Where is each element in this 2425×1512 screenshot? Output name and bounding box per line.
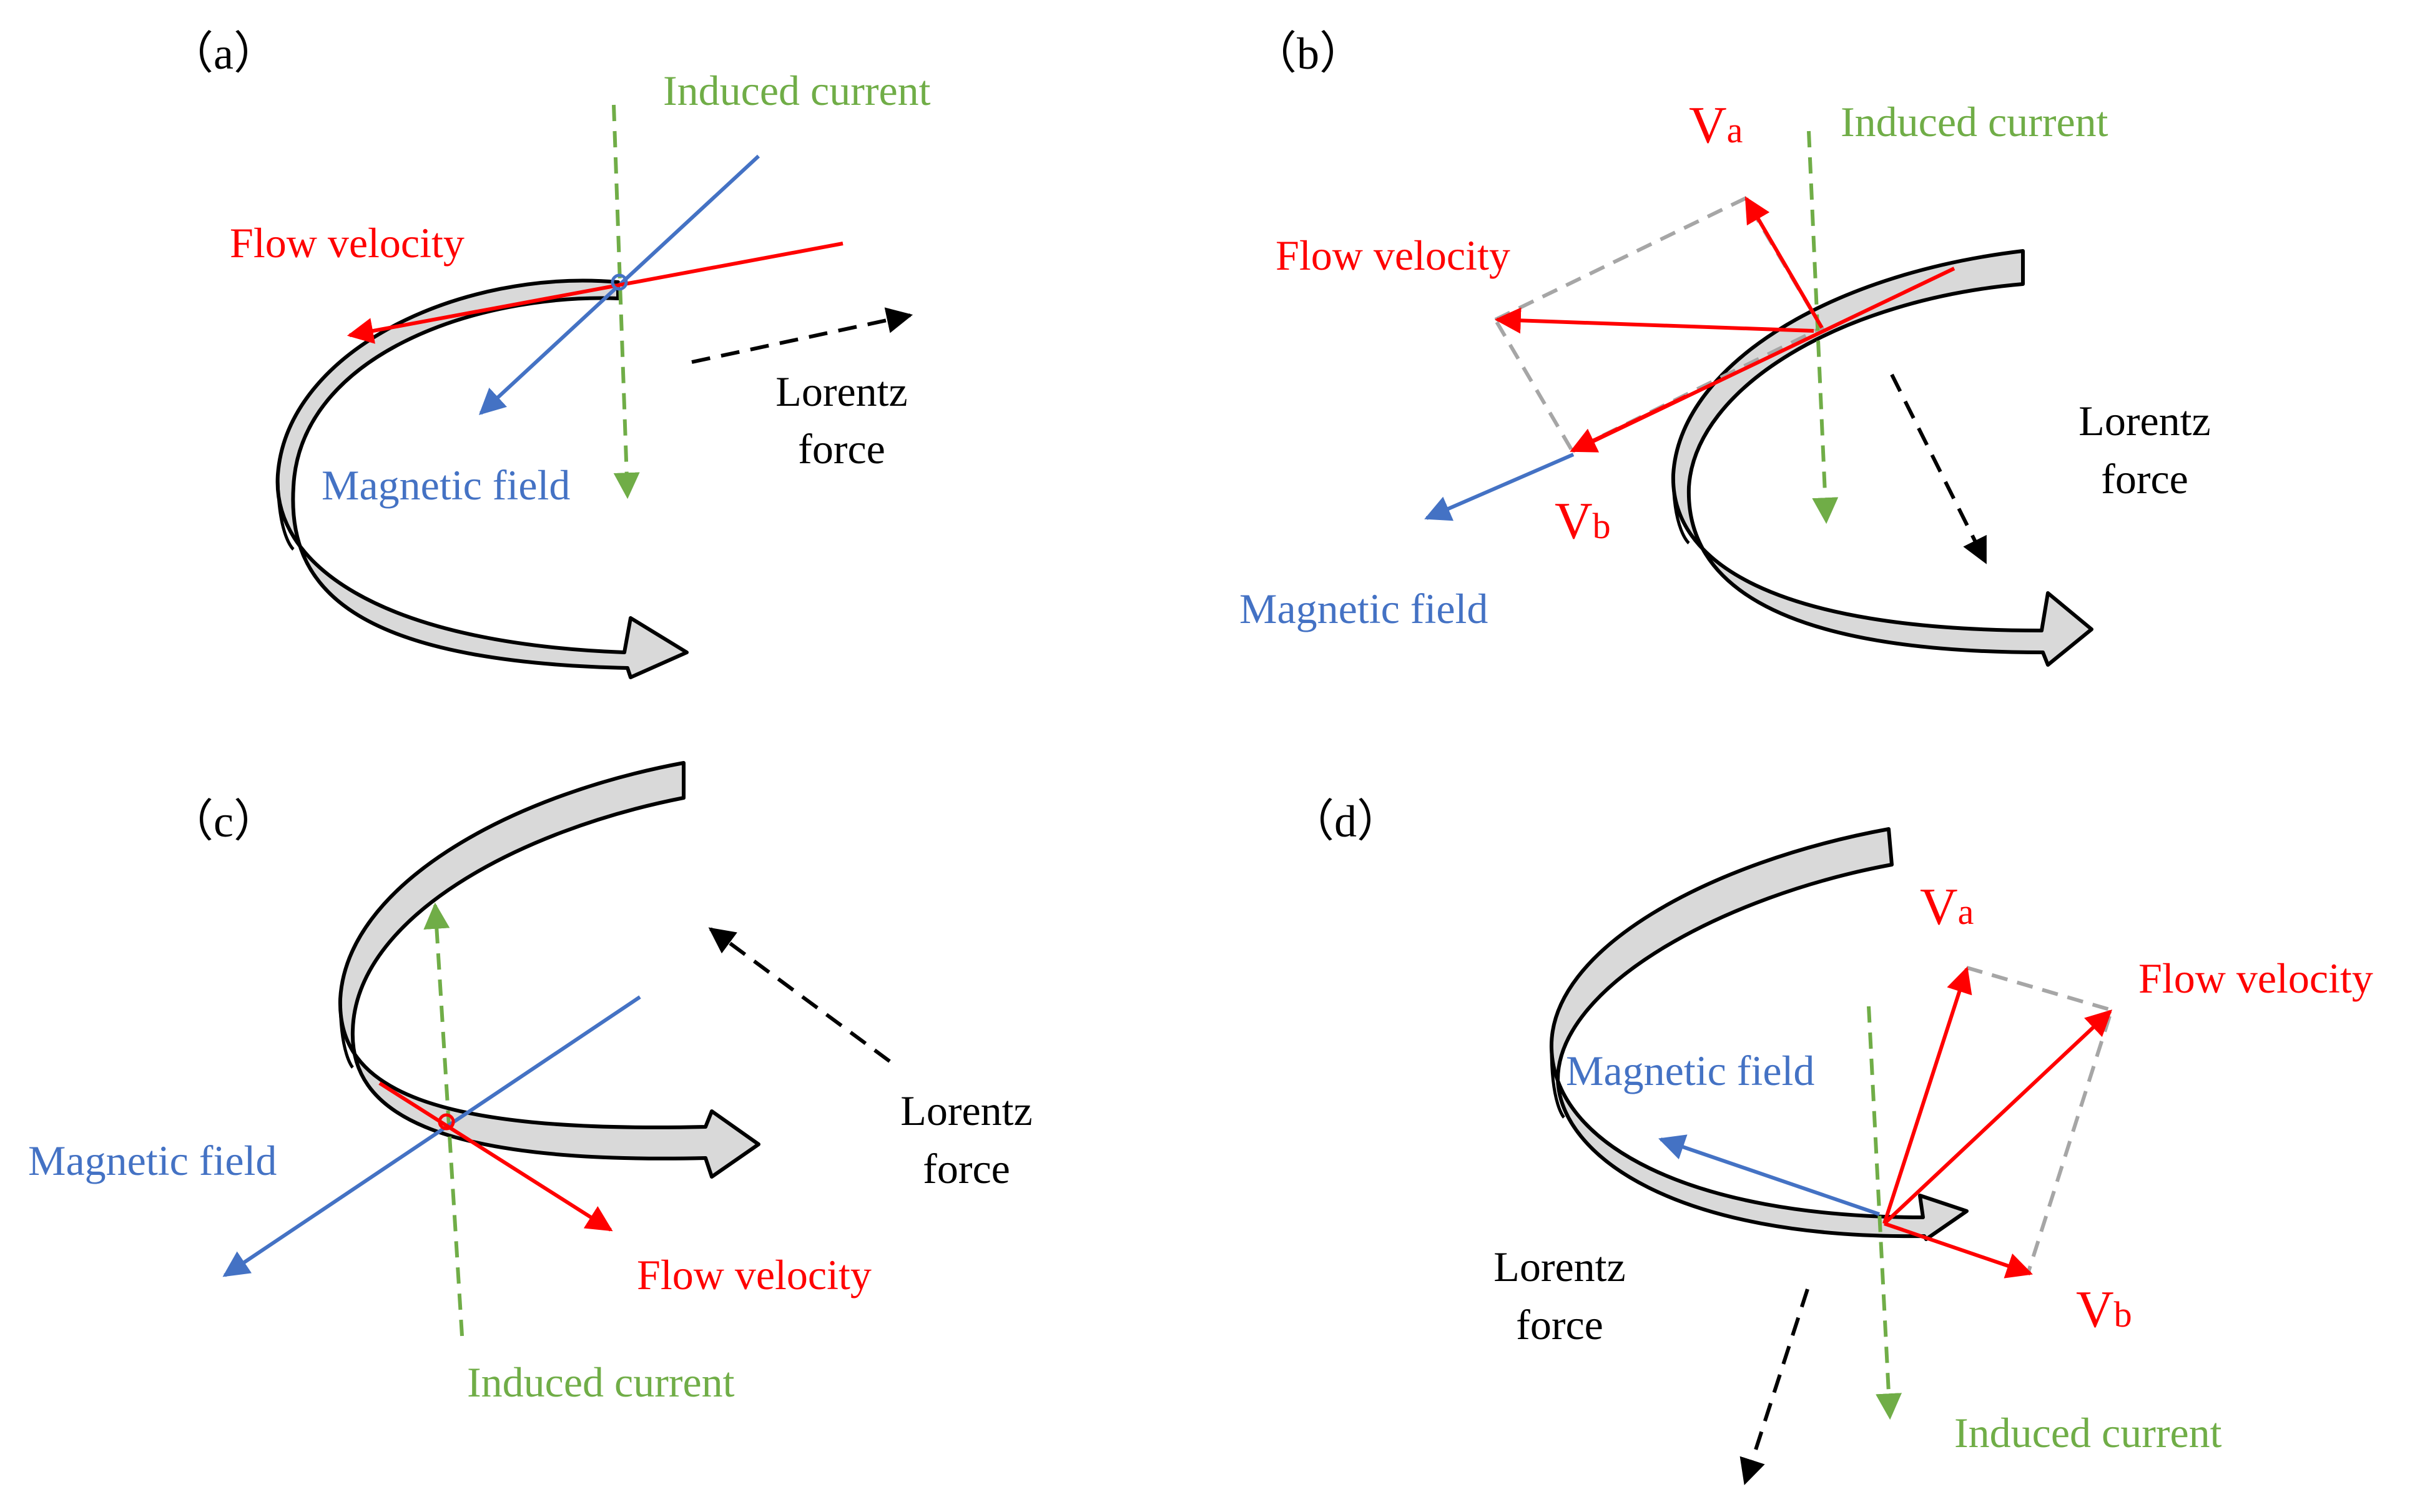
induced-current-arrow bbox=[423, 902, 464, 1337]
origin-point bbox=[611, 273, 628, 291]
magnetic-field-arrow bbox=[1658, 1134, 1880, 1216]
ribbon-arrow bbox=[338, 761, 760, 1179]
magnetic-field-label: Magnetic field bbox=[1239, 585, 1488, 632]
vb-sub: b bbox=[2114, 1294, 2132, 1335]
panel-c: （c） Magnetic field Lorentz force Flow ve… bbox=[28, 761, 1033, 1406]
va-main: V bbox=[1689, 96, 1727, 154]
magnetic-field-arrow bbox=[1424, 453, 1575, 521]
induced-current-arrow bbox=[1867, 1006, 1902, 1420]
magnetic-field-arrow bbox=[222, 995, 641, 1277]
vb-arrow bbox=[1884, 1222, 2033, 1279]
lorentz-label-line1: Lorentz bbox=[900, 1087, 1032, 1134]
lorentz-label-line2: force bbox=[1516, 1301, 1603, 1348]
vb-sub: b bbox=[1593, 506, 1611, 546]
va-sub: a bbox=[1958, 891, 1974, 932]
lorentz-force-arrow bbox=[708, 927, 891, 1063]
lorentz-label-line2: force bbox=[2101, 455, 2188, 503]
vector-parallelogram bbox=[1966, 966, 2114, 1274]
flow-velocity-arrow bbox=[347, 242, 844, 344]
vb-label: Vb bbox=[1555, 492, 1611, 550]
magnetic-field-label: Magnetic field bbox=[322, 461, 570, 509]
panel-a: （a） Induced current Flow velocity Magnet… bbox=[169, 29, 931, 679]
lorentz-label-line2: force bbox=[923, 1145, 1010, 1192]
lorentz-label-line1: Lorentz bbox=[775, 368, 907, 415]
lorentz-label-line1: Lorentz bbox=[1493, 1243, 1625, 1290]
induced-current-label: Induced current bbox=[663, 67, 931, 114]
panel-b: （b） Va Induced current Flow velocity Vb … bbox=[1239, 29, 2211, 667]
induced-current-label: Induced current bbox=[467, 1358, 735, 1406]
lorentz-label-line1: Lorentz bbox=[2078, 397, 2210, 444]
panel-b-tag: （b） bbox=[1252, 29, 1364, 79]
va-arrow bbox=[1744, 196, 1824, 329]
origin-point bbox=[438, 1113, 455, 1131]
panel-d: （d） Va Flow velocity Magnetic field Lore… bbox=[1289, 797, 2373, 1485]
induced-current-arrow bbox=[1807, 130, 1839, 524]
flow-velocity-arrow bbox=[1494, 307, 1814, 334]
ribbon-arrow bbox=[1671, 249, 2093, 667]
lorentz-force-arrow bbox=[1890, 373, 1987, 564]
flow-velocity-arrow bbox=[378, 1081, 613, 1232]
vb-arrow bbox=[1570, 395, 1687, 453]
flow-velocity-label: Flow velocity bbox=[2138, 955, 2373, 1002]
va-arrow bbox=[1882, 966, 1972, 1224]
lorentz-label-line2: force bbox=[798, 425, 885, 473]
magnetic-field-label: Magnetic field bbox=[28, 1137, 277, 1184]
flow-velocity-label: Flow velocity bbox=[1276, 232, 1510, 279]
vb-label: Vb bbox=[2076, 1280, 2132, 1338]
lorentz-force-arrow bbox=[1739, 1289, 1809, 1485]
flow-velocity-label: Flow velocity bbox=[230, 219, 465, 267]
vb-main: V bbox=[2076, 1280, 2114, 1338]
va-label: Va bbox=[1920, 878, 1974, 936]
va-sub: a bbox=[1727, 110, 1743, 150]
va-main: V bbox=[1920, 878, 1958, 936]
induced-current-arrow bbox=[612, 104, 640, 499]
magnetic-field-label: Magnetic field bbox=[1566, 1047, 1814, 1094]
ribbon-arrow bbox=[275, 278, 689, 679]
panel-a-tag: （a） bbox=[169, 29, 278, 79]
induced-current-label: Induced current bbox=[1954, 1409, 2222, 1456]
va-label: Va bbox=[1689, 96, 1743, 154]
ribbon-arrow bbox=[1549, 827, 1969, 1241]
flow-velocity-arrow bbox=[1882, 1009, 2113, 1225]
induced-current-label: Induced current bbox=[1841, 98, 2108, 145]
panel-c-tag: （c） bbox=[169, 797, 278, 847]
panel-d-tag: （d） bbox=[1289, 797, 1402, 847]
vb-main: V bbox=[1555, 492, 1593, 550]
flow-velocity-label: Flow velocity bbox=[637, 1251, 872, 1298]
lorentz-force-arrow bbox=[691, 307, 913, 364]
